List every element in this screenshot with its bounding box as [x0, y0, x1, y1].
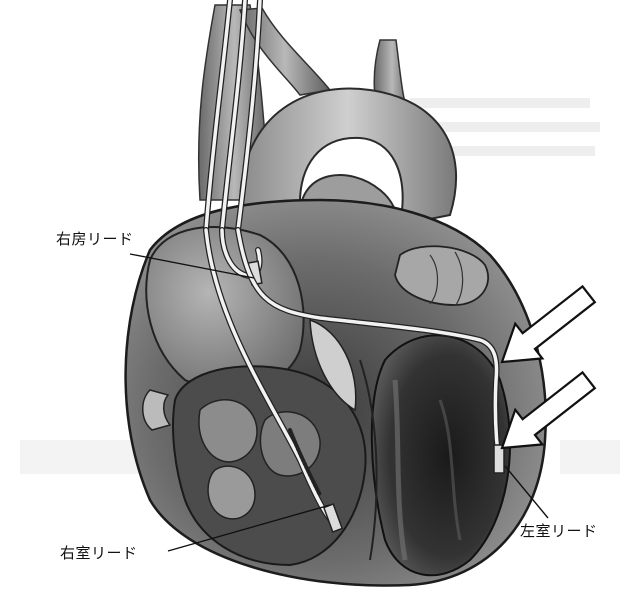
left-ventricular-lead-label: 左室リード	[520, 520, 598, 541]
right-atrial-lead-label: 右房リード	[56, 228, 134, 249]
right-ventricular-lead-label: 右室リード	[60, 542, 138, 563]
